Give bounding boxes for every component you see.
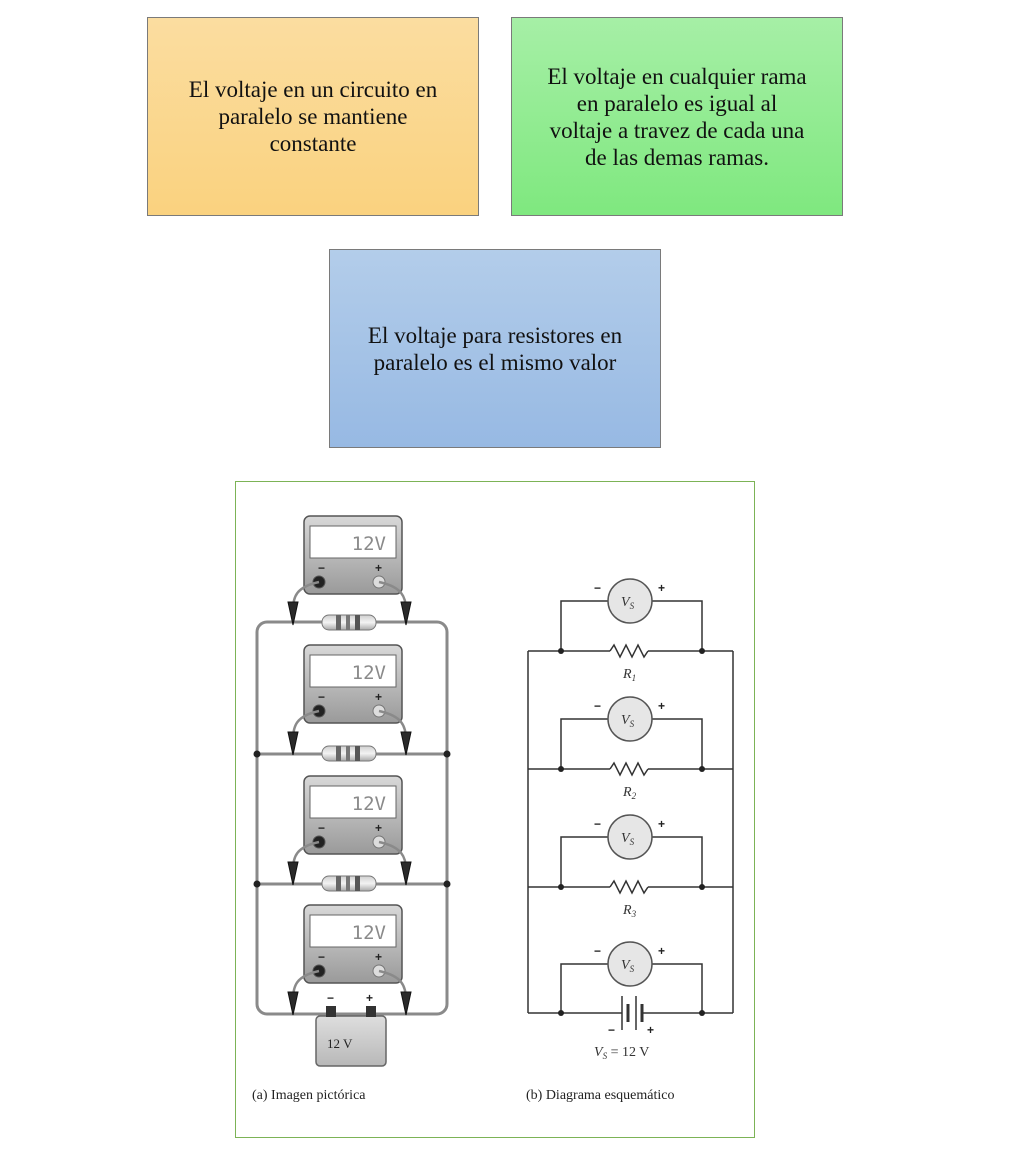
vm-branch-4 [560,963,703,1013]
vm-4-plus: + [658,944,665,958]
battery-minus: − [327,991,334,1005]
meter-3-reading: 12V [352,793,386,815]
battery-plus: + [366,991,373,1005]
schematic-junctions [558,648,705,1016]
vm-1-label: VS [621,595,635,611]
meter-4-reading: 12V [352,922,386,944]
pictorial-junctions [253,750,451,888]
parallel-circuit-figure: 12V − + 12V − + 12V − + 12V [235,481,755,1138]
vm-branch-2 [560,718,703,769]
caption-pictorial: (a) Imagen pictórica [252,1088,366,1103]
vm-1-minus: − [594,581,601,595]
text-box-branch-voltage-text: El voltaje en cualquier rama en paralelo… [547,63,807,170]
vm-3-minus: − [594,817,601,831]
schematic-resistor-3 [609,879,649,895]
vm-branch-1 [560,600,703,651]
battery: − + 12 V [315,991,387,1067]
schematic-voltmeters [607,578,653,987]
pictorial-resistor-3 [321,875,377,892]
resistor-label-3: R3 [622,903,637,919]
schematic-battery-minus: − [608,1023,615,1037]
meter-1-reading: 12V [352,533,386,555]
meter-1-minus: − [318,561,325,575]
junction-dot [443,750,451,758]
meter-1-plus: + [375,561,382,575]
schematic-resistor-2 [609,761,649,777]
schematic-source-label: VS = 12 V [594,1045,649,1061]
schematic-voltmeter-labels: VS VS VS VS − + − + − + − + [594,581,665,974]
schematic-resistor-1 [609,643,649,659]
vm-3-plus: + [658,817,665,831]
text-box-constant-voltage-text: El voltaje en un circuito en paralelo se… [188,77,438,156]
meter-3-minus: − [318,821,325,835]
battery-label: 12 V [327,1036,353,1051]
resistor-label-2: R2 [622,785,637,801]
voltmeter-1: 12V − + [303,515,403,595]
schematic-battery-plus: + [647,1023,654,1037]
schematic-voltmeter-4 [607,941,653,987]
caption-schematic: (b) Diagrama esquemático [526,1088,675,1103]
meter-2-minus: − [318,690,325,704]
schematic-battery [621,996,644,1030]
junction-dot [443,880,451,888]
schematic-diagram [527,600,734,1014]
meter-3-plus: + [375,821,382,835]
alligator-clips [287,601,412,1016]
vm-4-minus: − [594,944,601,958]
pictorial-resistor-1 [321,614,377,631]
schematic-voltmeter-2 [607,696,653,742]
source-label-sub: S [603,1051,608,1061]
vm-3-label: VS [621,831,635,847]
meter-2-plus: + [375,690,382,704]
text-box-branch-voltage: El voltaje en cualquier rama en paralelo… [511,17,843,216]
vm-branch-3 [560,836,703,887]
schematic-voltmeter-1 [607,578,653,624]
figure-canvas: 12V − + 12V − + 12V − + 12V [252,515,734,1103]
voltmeter-2: 12V − + [303,644,403,724]
voltmeter-4: 12V − + [303,904,403,984]
meter-4-minus: − [318,950,325,964]
source-label-value: = 12 V [607,1045,649,1060]
vm-1-plus: + [658,581,665,595]
vm-4-label: VS [621,958,635,974]
meter-2-reading: 12V [352,662,386,684]
vm-2-label: VS [621,713,635,729]
vm-2-plus: + [658,699,665,713]
junction-dot [253,750,261,758]
schematic-voltmeter-3 [607,814,653,860]
resistor-label-1: R1 [622,667,636,683]
text-box-resistor-voltage: El voltaje para resistores en paralelo e… [329,249,661,448]
source-label-v: V [594,1045,604,1060]
vm-2-minus: − [594,699,601,713]
pictorial-resistor-2 [321,745,377,762]
junction-dot [253,880,261,888]
text-box-resistor-voltage-text: El voltaje para resistores en paralelo e… [367,322,623,375]
text-box-constant-voltage: El voltaje en un circuito en paralelo se… [147,17,479,216]
meter-4-plus: + [375,950,382,964]
